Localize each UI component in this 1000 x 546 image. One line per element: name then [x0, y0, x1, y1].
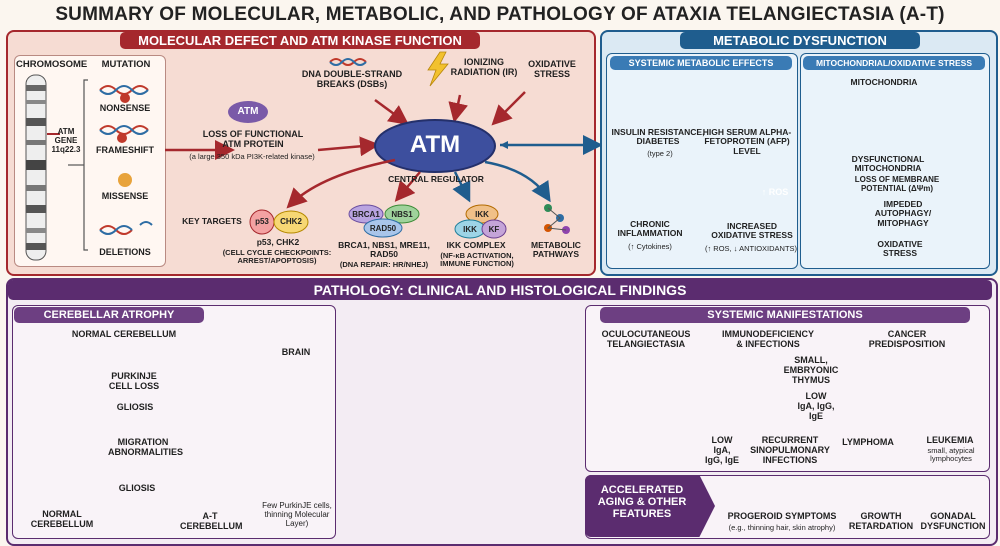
- chromosome-graphic: [25, 74, 60, 261]
- lymphoma-label: LYMPHOMA: [842, 437, 894, 447]
- normal-cerebellum-bottom-label: NORMAL CEREBELLUM: [30, 509, 94, 529]
- mito-box: [800, 53, 990, 269]
- aging-label: ACCELERATED AGING & OTHER FEATURES: [597, 484, 687, 521]
- cycle-oxidative-label: OXIDATIVE STRESS: [877, 239, 923, 259]
- ikk-node-1: IKK: [475, 210, 489, 219]
- oxidative-label: OXIDATIVE STRESS: [528, 59, 576, 79]
- at-cerebellum-label: A-T CEREBELLUM: [180, 511, 243, 531]
- central-regulator-label: CENTRAL REGULATOR: [388, 174, 484, 184]
- systemic-metabolic-header: SYSTEMIC METABOLIC EFFECTS: [610, 56, 792, 70]
- p53-chk2-sub: (CELL CYCLE CHECKPOINTS: ARREST/APOPTOSI…: [222, 248, 332, 266]
- chromosome-label: CHROMOSOME: [16, 59, 88, 70]
- loss-function-sub: (a large 350 kDa PI3K-related kinase): [189, 152, 315, 161]
- ikk-node-2: IKK: [463, 225, 477, 234]
- loss-function-title: LOSS OF FUNCTIONAL ATM PROTEIN: [202, 129, 304, 149]
- normal-cerebellum-top-label: NORMAL CEREBELLUM: [71, 329, 177, 339]
- ir-label: IONIZING RADIATION (IR): [450, 57, 518, 77]
- page-title: SUMMARY OF MOLECULAR, METABOLIC, AND PAT…: [55, 4, 945, 25]
- cerebellar-box: [12, 305, 336, 539]
- atm-gene-label: ATM GENE 11q22.3: [51, 127, 81, 154]
- autophagy-label: IMPEDED AUTOPHAGY/ MITOPHAGY: [874, 199, 932, 228]
- few-purkinje-label: Few PurkinJE cells, thinning Molecular L…: [262, 501, 332, 528]
- gonadal-label: GONADAL DYSFUNCTION: [920, 511, 986, 531]
- p53-node: p53: [255, 217, 269, 226]
- oxstress-sub: (↑ ROS, ↓ ANTIOXIDANTS): [704, 244, 798, 253]
- atm-small-label: ATM: [237, 106, 259, 117]
- chk2-node: CHK2: [280, 217, 302, 226]
- insulin-label: INSULIN RESISTANCE, DIABETES: [611, 127, 705, 147]
- inflammation-label: CHRONIC INFLAMMATION: [617, 219, 683, 239]
- cerebellar-header: CEREBELLAR ATROPHY: [14, 307, 204, 323]
- aging-chevron: [585, 475, 715, 537]
- oxstress-label: INCREASED OXIDATIVE STRESS: [711, 221, 793, 241]
- rad50-node: RAD50: [369, 224, 397, 233]
- nbs1-node: NBS1: [391, 210, 413, 219]
- dna-icons: [99, 85, 153, 235]
- systemic-manifestations-box: [585, 305, 990, 472]
- migration-label: MIGRATION ABNORMALITIES: [108, 437, 183, 457]
- brain-label: BRAIN: [281, 347, 311, 357]
- growth-label: GROWTH RETARDATION: [848, 511, 914, 531]
- mitochondria-label: MITOCHONDRIA: [850, 77, 918, 87]
- mito-header: MITOCHONDRIAL/OXIDATIVE STRESS: [803, 56, 985, 70]
- brca-sub: (DNA REPAIR: HR/NHEJ): [339, 260, 429, 269]
- progeroid-label: PROGEROID SYMPTOMS: [727, 511, 837, 521]
- molecular-header: MOLECULAR DEFECT AND ATM KINASE FUNCTION: [120, 32, 480, 49]
- mutation-missense: MISSENSE: [101, 191, 149, 201]
- mutation-deletions: DELETIONS: [99, 247, 151, 257]
- gliosis-label-2: GLIOSIS: [118, 483, 156, 493]
- immuno-label: IMMUNODEFICIENCY & INFECTIONS: [722, 329, 814, 349]
- systemic-manifestations-header: SYSTEMIC MANIFESTATIONS: [600, 307, 970, 323]
- metabolic-pathways-label: METABOLIC PATHWAYS: [531, 240, 581, 260]
- low-ig-label-2: LOW IgA, IgG, IgE: [704, 435, 739, 465]
- mutation-label: MUTATION: [101, 59, 151, 70]
- purkinje-label: PURKINJE CELL LOSS: [108, 371, 160, 391]
- metabolic-header: METABOLIC DYSFUNCTION: [680, 32, 920, 49]
- membrane-label: LOSS OF MEMBRANE POTENTIAL (ΔΨm): [854, 175, 940, 193]
- ros-badge: ↑ ROS: [761, 187, 789, 197]
- mutation-nonsense: NONSENSE: [99, 103, 151, 113]
- low-ig-label-1: LOW IgA, IgG, IgE: [797, 391, 835, 421]
- cancer-label: CANCER PREDISPOSITION: [868, 329, 946, 349]
- pathology-header: PATHOLOGY: CLINICAL AND HISTOLOGICAL FIN…: [8, 280, 992, 300]
- oculo-label: OCULOCUTANEOUS TELANGIECTASIA: [601, 329, 691, 349]
- afp-label: HIGH SERUM ALPHA-FETOPROTEIN (AFP) LEVEL: [702, 127, 792, 156]
- progeroid-sub: (e.g., thinning hair, skin atrophy): [728, 523, 836, 532]
- mutation-frameshift: FRAMESHIFT: [96, 145, 154, 155]
- p53-chk2-label: p53, CHK2: [256, 237, 300, 247]
- dysfunctional-label: DYSFUNCTIONAL MITOCHONDRIA: [851, 154, 925, 174]
- kf-node: KF: [488, 225, 500, 234]
- leukemia-sub: small, atypical lymphocytes: [927, 446, 975, 464]
- gliosis-label-1: GLIOSIS: [116, 402, 154, 412]
- thymus-label: SMALL, EMBRYONIC THYMUS: [783, 355, 839, 385]
- inflammation-sub: (↑ Cytokines): [628, 242, 672, 251]
- brca-label: BRCA1, NBS1, MRE11, RAD50: [338, 240, 430, 260]
- atm-central-node: ATM: [409, 131, 461, 158]
- systemic-metabolic-box: [606, 53, 798, 269]
- recurrent-label: RECURRENT SINOPULMONARY INFECTIONS: [750, 435, 830, 465]
- key-targets-label: KEY TARGETS: [182, 216, 242, 226]
- insulin-sub: (type 2): [647, 149, 673, 158]
- brca1-node: BRCA1: [352, 210, 380, 219]
- ikk-complex-label: IKK COMPLEX: [446, 240, 506, 250]
- ikk-complex-sub: (NF-κB ACTIVATION, IMMUNE FUNCTION): [440, 251, 514, 269]
- dsb-label: DNA DOUBLE-STRAND BREAKS (DSBs): [301, 69, 403, 89]
- leukemia-label: LEUKEMIA: [926, 435, 974, 445]
